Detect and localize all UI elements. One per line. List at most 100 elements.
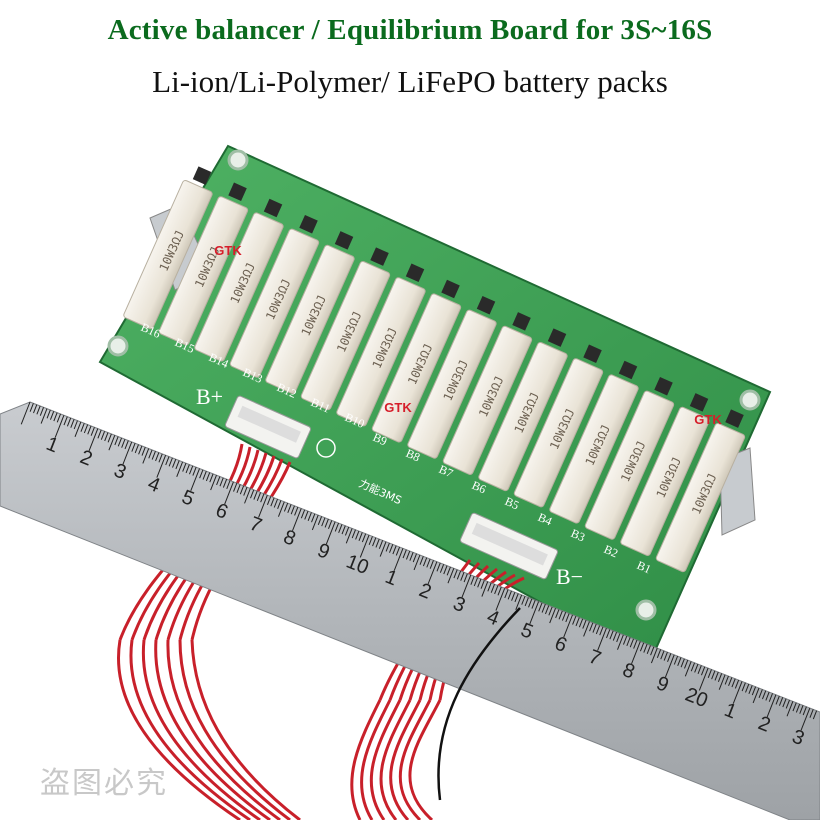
ruler-tick: [33, 404, 38, 414]
ruler-tick: [244, 488, 251, 504]
watermark-text: 盗图必究: [40, 766, 168, 801]
ruler-tick: [684, 661, 692, 677]
ruler-tick: [463, 573, 468, 583]
connector-left: [225, 395, 311, 459]
ruler-tick: [124, 440, 129, 450]
ruler-tick: [205, 472, 211, 482]
ruler-tick: [660, 650, 665, 660]
ruler-tick: [100, 431, 106, 440]
ruler-tick: [497, 586, 502, 596]
ruler-tick: [277, 500, 282, 510]
cell-label: B7: [437, 462, 455, 480]
wire: [408, 699, 442, 820]
ruler-tick: [799, 705, 804, 714]
ruler-tick: [732, 681, 743, 704]
ruler-tick: [643, 643, 648, 653]
ruler-tick: [395, 546, 401, 556]
ruler-tick: [515, 594, 523, 610]
ruler-tick: [456, 570, 462, 580]
ruler-tick: [419, 556, 424, 565]
ruler-tick: [473, 577, 479, 587]
ruler-tick: [481, 581, 489, 597]
ruler-tick: [138, 445, 143, 455]
ruler-tick: [707, 669, 712, 678]
wire: [379, 699, 412, 820]
ruler-tick: [595, 625, 601, 635]
ruler-tick: [812, 710, 818, 720]
ruler-tick: [751, 686, 757, 696]
ruler-tick: [786, 701, 794, 717]
ruler-tick: [795, 703, 801, 713]
power-resistor: 10W3ΩJ: [300, 247, 391, 411]
ruler-tick: [36, 405, 41, 415]
ruler-tick: [583, 621, 590, 637]
ruler-tick: [582, 620, 587, 629]
cell-label: B5: [503, 494, 521, 512]
cell-label: B9: [371, 430, 389, 448]
ruler-tick: [351, 529, 356, 539]
ruler-tick: [39, 407, 45, 416]
ruler-tick: [222, 478, 228, 488]
ruler-tick: [514, 593, 519, 603]
ruler-tick: [524, 597, 529, 607]
ruler-tick: [290, 505, 295, 515]
ruler-tick: [63, 416, 68, 426]
ruler-tick: [802, 706, 807, 716]
ruler-tick: [529, 601, 540, 625]
ruler-tick: [633, 639, 638, 649]
product-title: Active balancer / Equilibrium Board for …: [107, 14, 713, 46]
ruler-tick: [609, 630, 614, 640]
ruler-tick: [375, 538, 380, 548]
ruler-tick: [578, 618, 584, 628]
ruler-tick: [663, 651, 668, 661]
ruler-tick: [555, 609, 560, 619]
power-resistor: 10W3ΩJ: [158, 182, 249, 346]
wire: [178, 639, 291, 820]
ruler-tick: [243, 486, 248, 496]
ruler-tick: [202, 471, 207, 480]
terminal-b-minus-label: B−: [556, 564, 583, 589]
ruler-tick: [73, 420, 78, 430]
ruler-tick: [667, 653, 672, 663]
ruler-tick: [711, 670, 716, 680]
cell-label: B6: [470, 478, 488, 496]
ruler-tick: [175, 460, 180, 470]
ruler-tick: [575, 617, 580, 627]
ruler-tick: [321, 517, 326, 527]
ruler-tick: [622, 635, 628, 645]
ruler-tick: [558, 610, 563, 620]
ruler-tick: [413, 554, 421, 571]
ruler-tick: [188, 465, 194, 475]
ruler-tick: [809, 709, 814, 718]
ruler-tick: [358, 532, 363, 541]
mounting-hole: [107, 335, 129, 357]
ruler-tick: [338, 524, 343, 533]
ruler-tick: [253, 490, 258, 500]
ruler-tick: [216, 476, 221, 486]
ruler-tick: [427, 561, 438, 585]
ruler-tick: [477, 578, 482, 588]
ruler-tick: [236, 484, 241, 494]
wire: [350, 699, 382, 820]
ruler-tick: [541, 604, 546, 613]
power-resistor: 10W3ΩJ: [371, 279, 462, 443]
ruler-tick: [40, 408, 48, 424]
ruler-tick: [700, 666, 706, 676]
wire: [166, 639, 281, 820]
ruler-tick: [531, 600, 536, 609]
ruler-tick: [54, 415, 65, 438]
ruler-tick: [778, 697, 784, 706]
ruler-tick: [199, 469, 204, 479]
power-resistor: 10W3ΩJ: [123, 166, 213, 330]
ruler-tick: [185, 464, 190, 474]
wire: [190, 639, 301, 820]
ruler-tick: [409, 552, 414, 561]
ruler-tick: [684, 659, 689, 669]
ruler-tick: [250, 489, 255, 499]
ruler-tick: [761, 690, 767, 700]
ruler-tick: [785, 699, 790, 709]
ruler-tick: [460, 572, 465, 581]
ruler-tick: [597, 627, 607, 651]
ruler-tick: [646, 645, 651, 655]
